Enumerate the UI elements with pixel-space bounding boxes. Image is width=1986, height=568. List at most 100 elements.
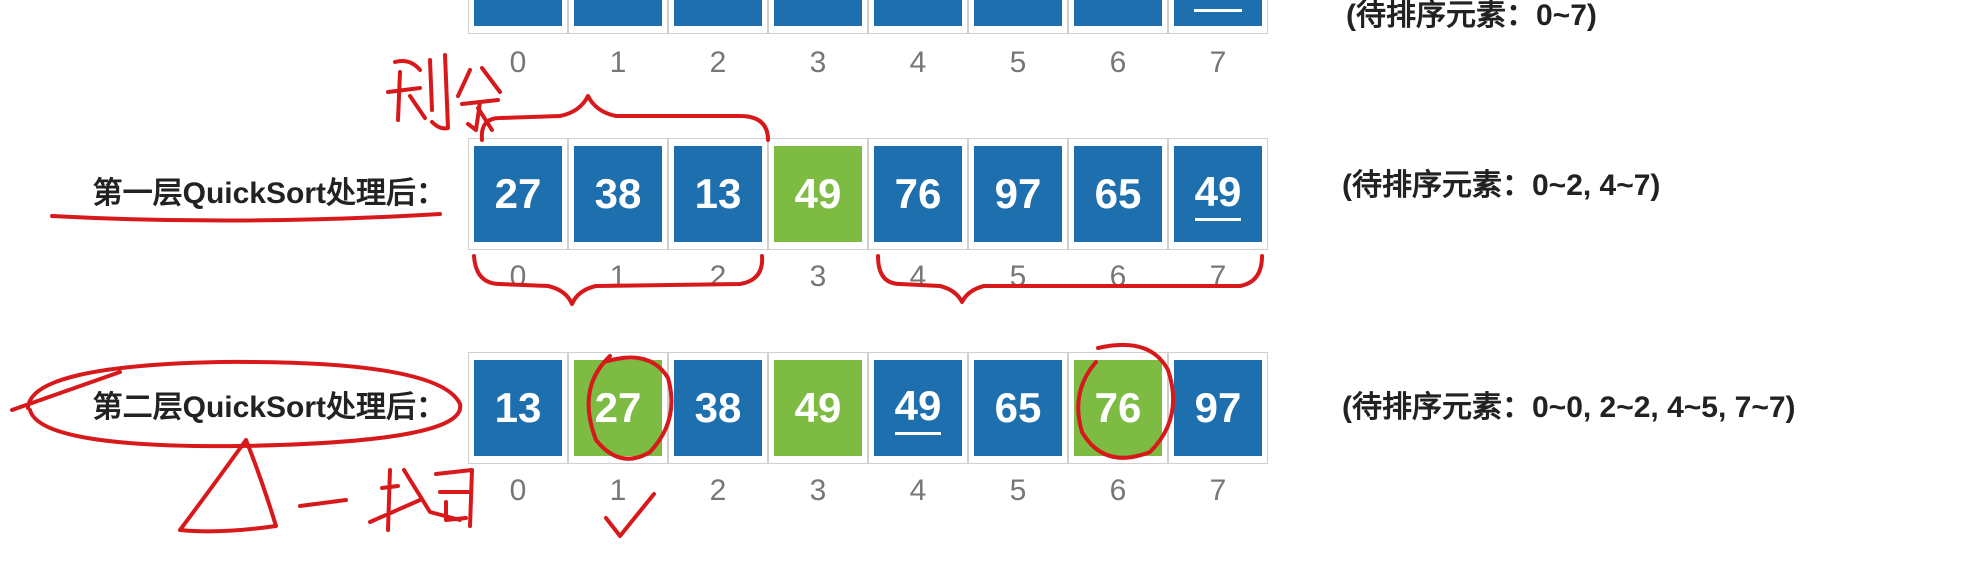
array-value-box: 65	[974, 360, 1062, 456]
array-index: 2	[709, 46, 727, 79]
array-cell: 49	[868, 352, 968, 464]
array-index: 5	[1009, 46, 1027, 79]
array-value-box: 97	[1174, 360, 1262, 456]
array-cell	[468, 0, 568, 34]
array-index: 7	[1209, 260, 1227, 293]
array-index: 2	[709, 260, 727, 293]
array-value: 38	[594, 170, 642, 217]
row-label: 第一层QuickSort处理后：	[92, 177, 446, 210]
array-cell	[768, 0, 868, 34]
array-index: 0	[509, 260, 527, 293]
array-cell: 49	[768, 352, 868, 464]
array-value: 49	[794, 170, 842, 217]
array-index: 1	[609, 474, 627, 507]
array-value: 49	[794, 384, 842, 431]
annotation-one-pass	[178, 438, 474, 534]
array-cell: 27	[468, 138, 568, 250]
array-value-box: 27	[574, 360, 662, 456]
index-row: 0 1 2 3 4 5 6 7	[468, 46, 1268, 80]
array-cell: 49	[1168, 138, 1268, 250]
array-value-box	[874, 0, 962, 26]
array-value-box: 38	[674, 360, 762, 456]
pending-range: (待排序元素：0~0, 2~2, 4~5, 7~7)	[1342, 391, 1796, 424]
pending-range: (待排序元素：0~7)	[1346, 0, 1597, 32]
array-index: 4	[909, 260, 927, 293]
array-cell	[668, 0, 768, 34]
array-value: 49	[894, 382, 942, 435]
index-row: 0 1 2 3 4 5 6 7	[468, 260, 1268, 294]
array-cell: 97	[1168, 352, 1268, 464]
array-value-box	[574, 0, 662, 26]
array-value-box: 38	[574, 146, 662, 242]
array-value-box: 49	[774, 146, 862, 242]
array-index: 6	[1109, 46, 1127, 79]
array-value-box	[474, 0, 562, 26]
array-value-box: 76	[1074, 360, 1162, 456]
array-cell: 97	[968, 138, 1068, 250]
array-cell: 76	[868, 138, 968, 250]
array-value: 65	[1094, 170, 1142, 217]
array-value-box: 65	[1074, 146, 1162, 242]
array-value-box	[674, 0, 762, 26]
array-value: 49	[1194, 168, 1242, 221]
array-cell: 65	[1068, 138, 1168, 250]
array-cell: 27	[568, 352, 668, 464]
array-value-box: 76	[874, 146, 962, 242]
array-index: 6	[1109, 474, 1127, 507]
array-value-box	[1074, 0, 1162, 26]
array-index: 3	[809, 260, 827, 293]
pending-range: (待排序元素：0~2, 4~7)	[1342, 169, 1661, 202]
array-cell	[868, 0, 968, 34]
array-index: 0	[509, 474, 527, 507]
array-index: 7	[1209, 474, 1227, 507]
index-row: 0 1 2 3 4 5 6 7	[468, 474, 1268, 508]
array-cells: 13 27 38 49 49 65 76 97	[468, 352, 1268, 464]
array-cell	[1168, 0, 1268, 34]
array-index: 4	[909, 474, 927, 507]
array-index: 6	[1109, 260, 1127, 293]
array-value-box: 97	[974, 146, 1062, 242]
array-value: 97	[1194, 384, 1242, 431]
array-cells: 27 38 13 49 76 97 65 49	[468, 138, 1268, 250]
array-cell: 13	[468, 352, 568, 464]
array-index: 1	[609, 260, 627, 293]
array-value: 27	[594, 384, 642, 431]
array-index: 7	[1209, 46, 1227, 79]
array-cell: 38	[668, 352, 768, 464]
array-value-box: 27	[474, 146, 562, 242]
row-label: 第二层QuickSort处理后：	[92, 391, 446, 424]
array-value-box: 13	[674, 146, 762, 242]
array-value-box: 13	[474, 360, 562, 456]
array-value: 76	[1094, 384, 1142, 431]
array-cell: 38	[568, 138, 668, 250]
array-index: 3	[809, 474, 827, 507]
array-index: 2	[709, 474, 727, 507]
array-value: 97	[994, 170, 1042, 217]
array-index: 5	[1009, 260, 1027, 293]
array-value: 27	[494, 170, 542, 217]
array-value-box: 49	[874, 360, 962, 456]
array-index: 5	[1009, 474, 1027, 507]
array-index: 3	[809, 46, 827, 79]
array-cell	[968, 0, 1068, 34]
brace-top-left	[479, 94, 770, 142]
label-underline	[50, 212, 442, 223]
array-cell: 76	[1068, 352, 1168, 464]
array-index: 1	[609, 46, 627, 79]
array-cell	[568, 0, 668, 34]
array-value: 38	[694, 384, 742, 431]
array-value-box	[974, 0, 1062, 26]
array-value-box: 49	[1174, 146, 1262, 242]
array-value: 13	[694, 170, 742, 217]
array-value-box: 49	[774, 360, 862, 456]
array-value: 65	[994, 384, 1042, 431]
array-cells	[468, 0, 1268, 34]
array-value-box	[1174, 0, 1262, 26]
array-index: 4	[909, 46, 927, 79]
array-cell: 65	[968, 352, 1068, 464]
array-value: 13	[494, 384, 542, 431]
array-cell: 13	[668, 138, 768, 250]
array-value	[1194, 7, 1242, 12]
array-index: 0	[509, 46, 527, 79]
array-cell	[1068, 0, 1168, 34]
